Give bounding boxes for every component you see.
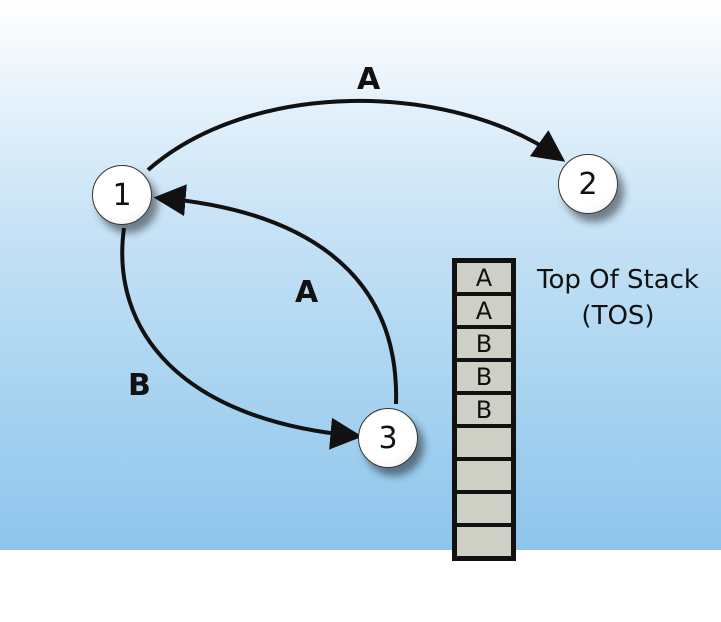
stack-cell: B xyxy=(455,327,513,360)
stack: A A B B B xyxy=(452,258,516,561)
edge-1-to-2-label: A xyxy=(357,62,381,97)
edge-1-to-3 xyxy=(120,227,363,450)
state-node-3: 3 xyxy=(358,408,418,468)
stack-cell: B xyxy=(455,393,513,426)
tos-label: Top Of Stack (TOS) xyxy=(518,262,718,334)
stack-cell xyxy=(455,426,513,459)
edge-3-to-1-label: A xyxy=(295,275,319,310)
state-node-1: 1 xyxy=(92,165,152,225)
stack-cell xyxy=(455,459,513,492)
stack-cell: A xyxy=(455,261,513,294)
state-node-3-label: 3 xyxy=(378,420,398,456)
stack-cell xyxy=(455,525,513,558)
edge-3-to-1 xyxy=(153,184,399,405)
tos-label-line1: Top Of Stack xyxy=(536,265,699,295)
stack-cell xyxy=(455,492,513,525)
stack-cell: A xyxy=(455,294,513,327)
background-gradient xyxy=(0,0,721,550)
tos-label-line2: (TOS) xyxy=(581,301,655,331)
state-node-2: 2 xyxy=(558,154,618,214)
stack-cell: B xyxy=(455,360,513,393)
state-node-2-label: 2 xyxy=(578,166,598,202)
edge-1-to-2 xyxy=(146,99,566,172)
state-node-1-label: 1 xyxy=(112,177,132,213)
edge-1-to-3-label: B xyxy=(128,368,151,403)
